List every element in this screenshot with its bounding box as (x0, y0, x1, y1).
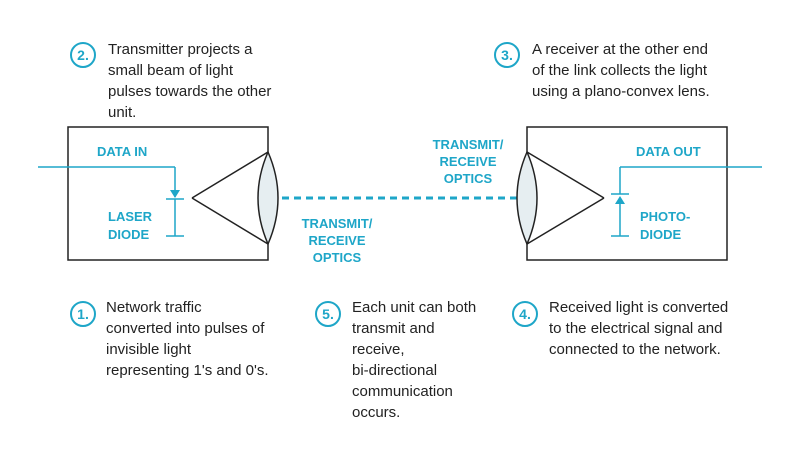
cone-top-right (526, 151, 605, 199)
optics-right-label-2: RECEIVE (439, 154, 496, 169)
step-2-description: Transmitter projects a small beam of lig… (108, 41, 272, 121)
step-1-description: Network traffic converted into pulses of… (106, 299, 269, 379)
step-4-badge: 4. (512, 301, 538, 327)
step-2-badge: 2. (70, 42, 96, 68)
laser-arrow (170, 190, 180, 198)
step-3-badge: 3. (494, 42, 520, 68)
laser-label-2: DIODE (108, 227, 150, 242)
step-1-badge: 1. (70, 301, 96, 327)
optics-left-label-3: OPTICS (313, 250, 362, 265)
lens-left (257, 150, 279, 246)
step-3-description: A receiver at the other end of the link … (532, 41, 710, 100)
photo-label-1: PHOTO- (640, 209, 690, 224)
data-out-label: DATA OUT (636, 144, 701, 159)
step-4-description: Received light is converted to the elect… (549, 299, 729, 358)
optics-right-label-3: OPTICS (444, 171, 493, 186)
cone-bottom-right (526, 197, 605, 245)
cone-bottom-left (191, 197, 269, 245)
step-5-badge: 5. (315, 301, 341, 327)
optics-left-label-1: TRANSMIT/ (302, 216, 373, 231)
optics-left-label-2: RECEIVE (308, 233, 365, 248)
cone-top-left (191, 151, 269, 199)
photo-label-2: DIODE (640, 227, 682, 242)
data-in-label: DATA IN (97, 144, 147, 159)
lens-right (516, 150, 538, 246)
step-5-description: Each unit can both transmit and receive,… (352, 299, 477, 421)
laser-label-1: LASER (108, 209, 153, 224)
optics-right-label-1: TRANSMIT/ (433, 137, 504, 152)
